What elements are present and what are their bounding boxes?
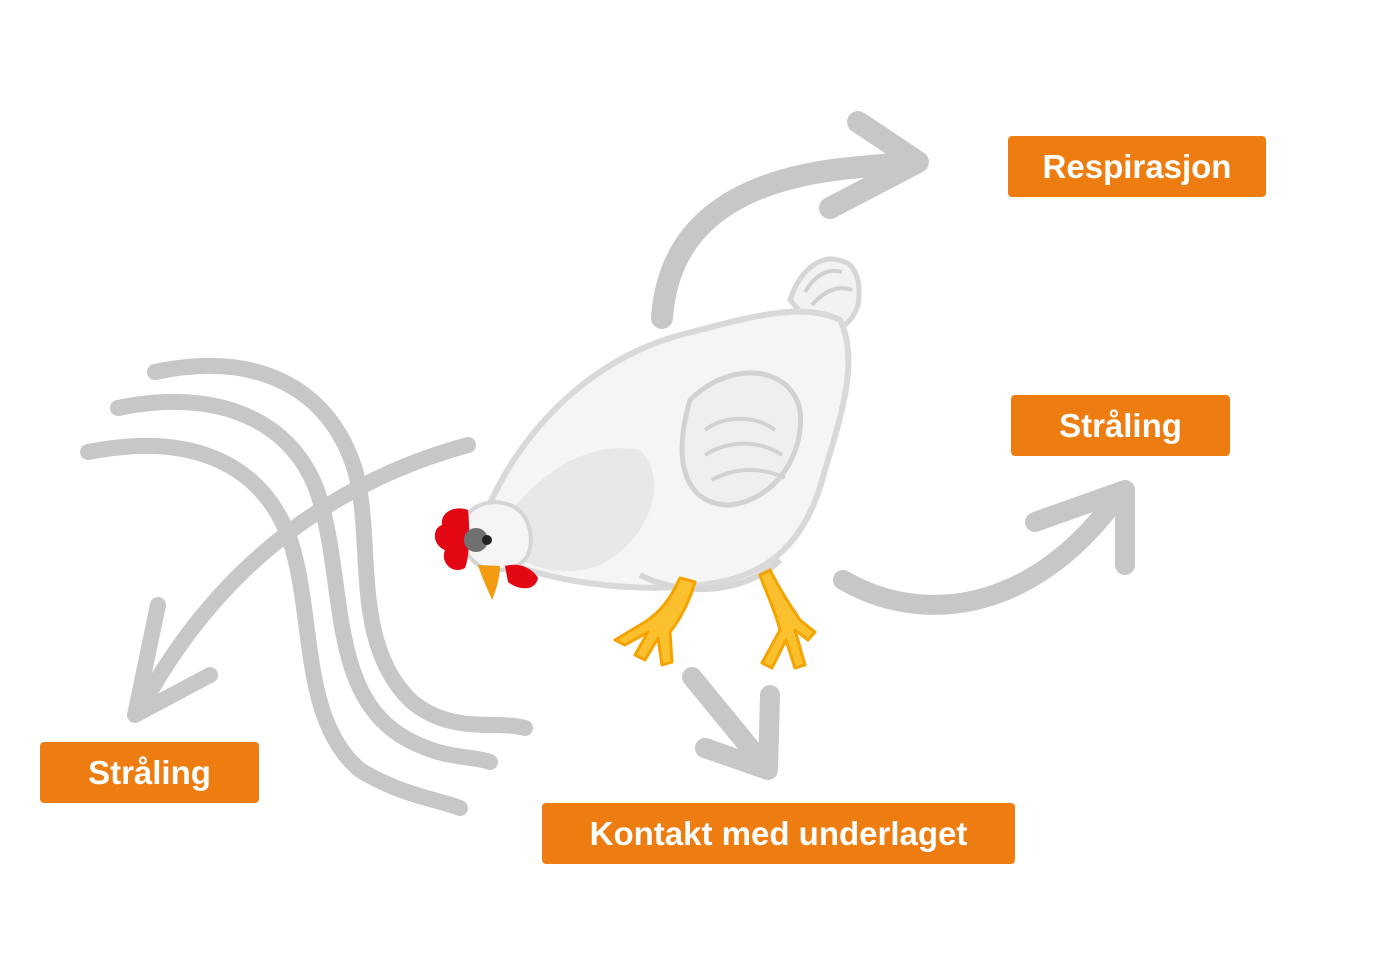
hen-eye [482, 535, 492, 545]
label-ground-contact: Kontakt med underlaget [542, 803, 1015, 864]
hen-beak [478, 565, 500, 600]
label-respiration: Respirasjon [1008, 136, 1266, 197]
hen-illustration [435, 259, 859, 668]
label-radiation-left: Stråling [40, 742, 259, 803]
label-radiation-right: Stråling [1011, 395, 1230, 456]
